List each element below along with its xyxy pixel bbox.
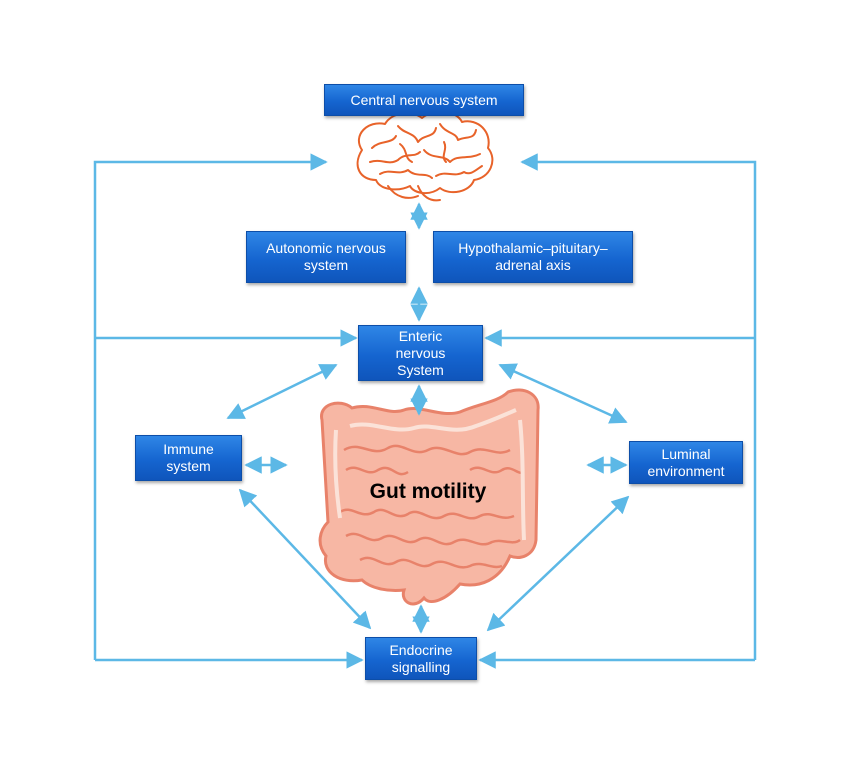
arrow-left-loop-cns	[93, 153, 328, 660]
arrow-right-loop-cns	[520, 153, 757, 660]
node-endocrine-signalling: Endocrine signalling	[365, 637, 477, 680]
node-immune-system: Immune system	[135, 435, 242, 481]
intestine-illustration	[318, 388, 540, 606]
node-autonomic-nervous-system: Autonomic nervous system	[246, 231, 406, 283]
connection-arrows	[93, 153, 757, 669]
arrow-ens-luminal	[498, 363, 628, 424]
node-hpa-axis: Hypothalamic–pituitary– adrenal axis	[433, 231, 633, 283]
arrow-ens-immune	[226, 363, 338, 420]
arrow-immune-endocrine	[238, 488, 372, 630]
arrow-luminal-endocrine	[486, 495, 630, 632]
node-central-nervous-system: Central nervous system	[324, 84, 524, 116]
brain-illustration	[356, 110, 494, 202]
node-luminal-environment: Luminal environment	[629, 441, 743, 484]
gut-motility-label: Gut motility	[369, 480, 487, 503]
node-enteric-nervous-system: Enteric nervous System	[358, 325, 483, 381]
